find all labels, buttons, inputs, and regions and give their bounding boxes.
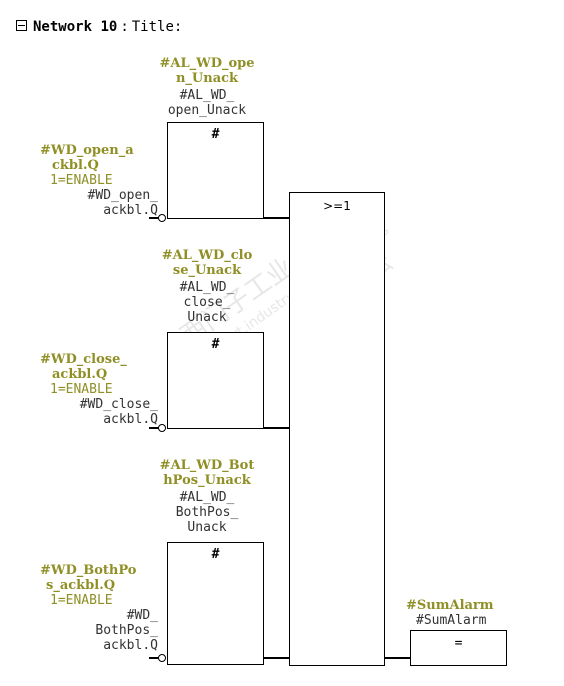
- block-1-out-wire: [264, 217, 289, 219]
- block-2-out-address: #AL_WD_ close_ Unack: [150, 280, 264, 325]
- block-3-in-address-line-1: #WD_: [126, 608, 158, 623]
- block-2-in-wire: [149, 427, 159, 429]
- network-header: Network 10:Title:: [16, 20, 182, 35]
- block-3-negation-icon: [158, 654, 166, 662]
- block-2-out-address-line-1: #AL_WD_: [179, 280, 235, 295]
- block-3-box[interactable]: #: [167, 542, 264, 665]
- block-3-in-address-line-3: ackbl.Q: [103, 638, 158, 653]
- block-2-out-symbol: #AL_WD_clo se_Unack: [150, 248, 264, 278]
- block-2-in-address-line-1: #WD_close_: [79, 397, 158, 412]
- or-out-wire: [385, 657, 410, 659]
- block-2-negation-icon: [158, 424, 166, 432]
- block-1-in-comment: 1=ENABLE: [50, 173, 113, 188]
- block-3-in-address-line-2: BothPos_: [95, 623, 158, 638]
- network-number: 10: [100, 19, 118, 35]
- block-3-out-symbol-line-2: hPos_Unack: [163, 473, 251, 488]
- coil-box[interactable]: =: [410, 630, 507, 666]
- collapse-box-icon[interactable]: [16, 20, 27, 31]
- block-2-out-wire: [264, 427, 289, 429]
- block-3-out-address: #AL_WD_ BothPos_ Unack: [150, 490, 264, 535]
- block-2-in-labels: #WD_close_ ackbl.Q 1=ENABLE #WD_close_ a…: [10, 352, 158, 427]
- block-3-in-comment: 1=ENABLE: [50, 593, 113, 608]
- block-1-in-address-line-1: #WD_open_: [87, 188, 158, 203]
- block-1-out-address-line-1: #AL_WD_: [179, 88, 235, 103]
- block-3-in-wire: [149, 657, 159, 659]
- block-3-in-labels: #WD_BothPo s_ackbl.Q 1=ENABLE #WD_ BothP…: [10, 563, 158, 653]
- or-block-box[interactable]: >=1: [289, 192, 385, 666]
- block-1-in-labels: #WD_open_a ckbl.Q 1=ENABLE #WD_open_ ack…: [10, 143, 158, 218]
- block-1-in-symbol-line-1: #WD_open_a: [40, 143, 134, 158]
- block-2-in-symbol-line-1: #WD_close_: [40, 352, 127, 367]
- block-3-out-address-line-1: #AL_WD_: [179, 490, 235, 505]
- block-2-out-symbol-line-1: #AL_WD_clo: [161, 248, 253, 263]
- block-1-out-address: #AL_WD_ open_Unack: [150, 88, 264, 118]
- coil-label: =: [454, 636, 463, 651]
- block-1-in-symbol-line-2: ckbl.Q: [52, 158, 99, 173]
- block-1-negation-icon: [158, 214, 166, 222]
- block-1-out-symbol-line-2: n_Unack: [175, 71, 239, 86]
- coil-labels: #SumAlarm #SumAlarm: [406, 598, 516, 628]
- block-1-in-address-line-2: ackbl.Q: [103, 203, 158, 218]
- network-title-label: Title:: [131, 19, 183, 35]
- block-2-out-address-line-3: Unack: [187, 310, 227, 325]
- block-3-out-address-line-3: Unack: [187, 520, 227, 535]
- block-3-out-symbol-line-1: #AL_WD_Bot: [159, 458, 255, 473]
- network-label: Network: [33, 19, 93, 35]
- block-3-out-symbol: #AL_WD_Bot hPos_Unack: [150, 458, 264, 488]
- block-3-out-wire: [264, 657, 289, 659]
- block-2-box[interactable]: #: [167, 332, 264, 429]
- block-1-out-symbol: #AL_WD_ope n_Unack: [150, 56, 264, 86]
- block-1-out-address-line-2: open_Unack: [167, 103, 247, 118]
- block-3-out-address-line-2: BothPos_: [175, 505, 239, 520]
- block-2-in-comment: 1=ENABLE: [50, 382, 113, 397]
- block-2-box-symbol: #: [211, 337, 220, 352]
- block-2-in-symbol-line-2: ackbl.Q: [52, 367, 108, 382]
- block-3-box-symbol: #: [211, 547, 220, 562]
- coil-symbol: #SumAlarm: [406, 598, 494, 613]
- block-3-in-symbol-line-1: #WD_BothPo: [40, 563, 137, 578]
- block-1-in-wire: [149, 217, 159, 219]
- or-block-label: >=1: [323, 199, 351, 213]
- block-1-box[interactable]: #: [167, 122, 264, 219]
- block-2-out-symbol-line-2: se_Unack: [172, 263, 242, 278]
- block-3-in-symbol-line-2: s_ackbl.Q: [46, 578, 116, 593]
- block-1-box-symbol: #: [211, 127, 220, 142]
- block-2-in-address-line-2: ackbl.Q: [103, 412, 158, 427]
- coil-address: #SumAlarm: [416, 613, 487, 628]
- network-separator: :: [120, 19, 129, 35]
- block-1-out-symbol-line-1: #AL_WD_ope: [159, 56, 255, 71]
- block-2-out-address-line-2: close_: [183, 295, 231, 310]
